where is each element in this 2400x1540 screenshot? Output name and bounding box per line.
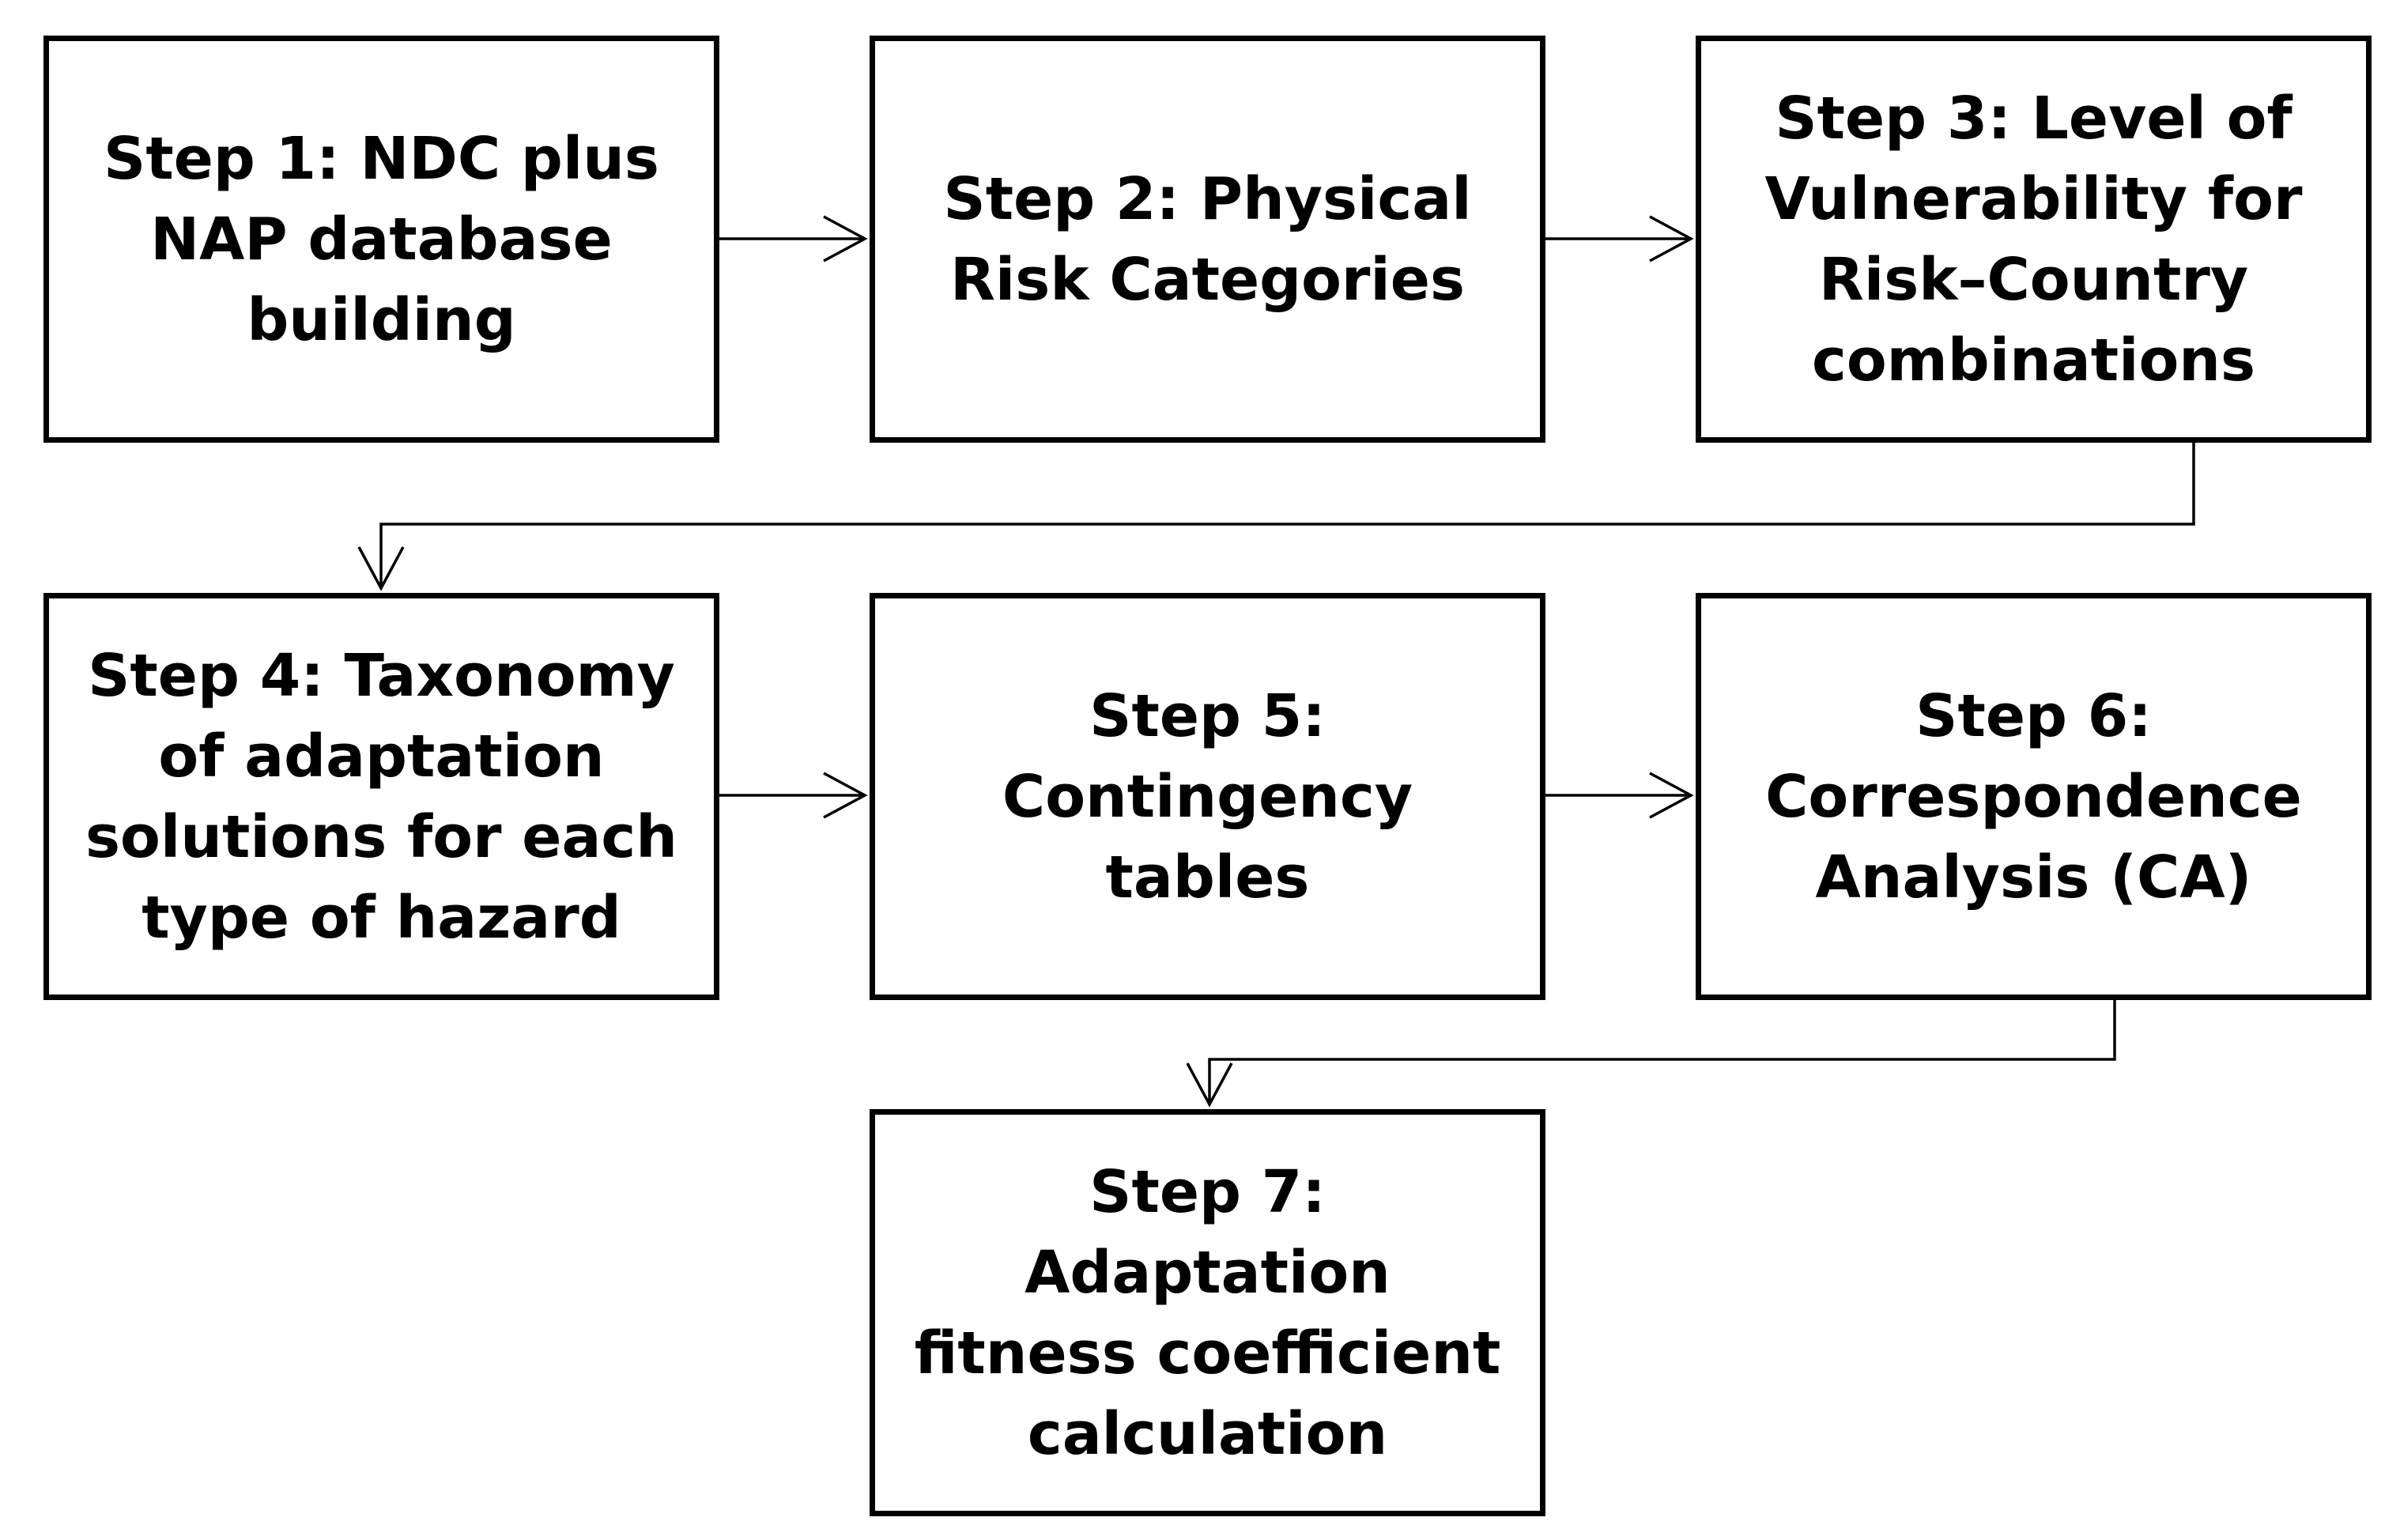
step-4-label: Step 4: Taxonomy of adaptation solutions… [85,641,677,952]
step-4-box: Step 4: Taxonomy of adaptation solutions… [43,593,719,1000]
step-5-label: Step 5: Contingency tables [1002,681,1413,912]
arrow-step2-to-step3 [1545,215,1694,262]
arrow-step5-to-step6 [1545,772,1694,819]
step-6-box: Step 6: Correspondence Analysis (CA) [1696,593,2372,1000]
arrow-step6-to-step7 [1186,1000,2116,1108]
step-1-label: Step 1: NDC plus NAP database building [104,124,659,354]
step-7-label: Step 7: Adaptation fitness coefficient c… [914,1157,1501,1468]
arrow-step3-to-step4 [357,443,2195,591]
step-5-box: Step 5: Contingency tables [870,593,1545,1000]
step-3-box: Step 3: Level of Vulnerability for Risk–… [1696,36,2372,443]
step-2-box: Step 2: Physical Risk Categories [870,36,1545,443]
step-7-box: Step 7: Adaptation fitness coefficient c… [870,1109,1545,1516]
arrow-step1-to-step2 [719,215,868,262]
step-1-box: Step 1: NDC plus NAP database building [43,36,719,443]
step-3-label: Step 3: Level of Vulnerability for Risk–… [1764,84,2303,394]
step-6-label: Step 6: Correspondence Analysis (CA) [1765,681,2302,912]
arrow-step4-to-step5 [719,772,868,819]
step-2-label: Step 2: Physical Risk Categories [943,164,1472,314]
